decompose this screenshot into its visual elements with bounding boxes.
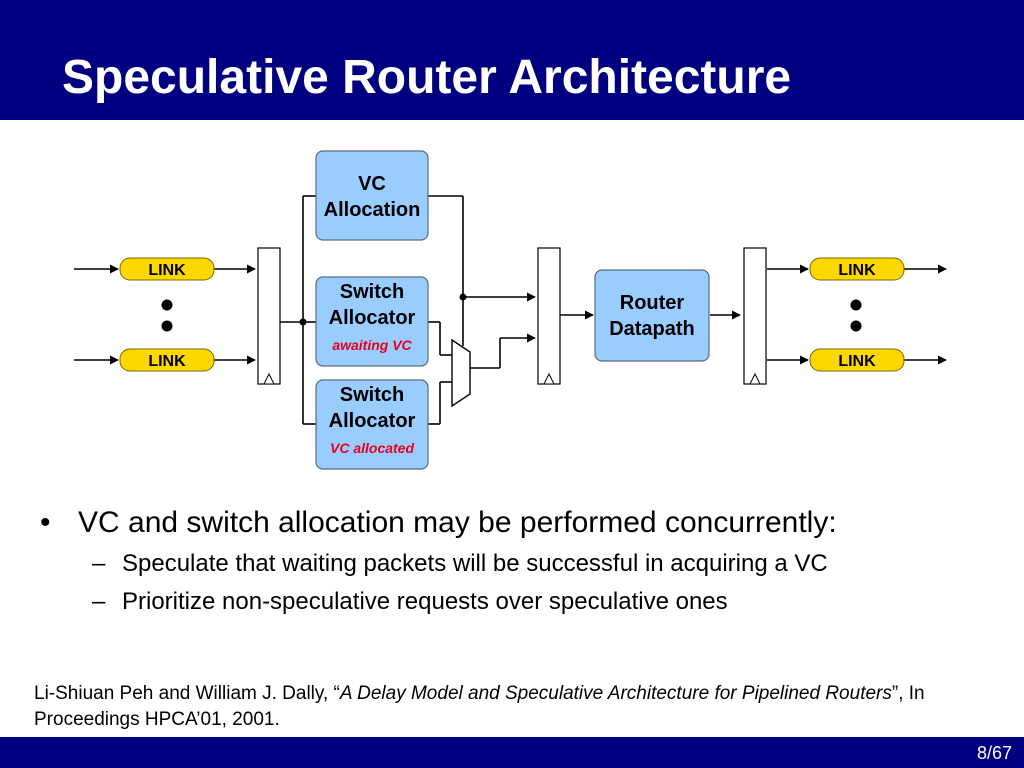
router-datapath-label-2: Datapath <box>609 318 695 340</box>
bullet-marker: • <box>40 506 51 539</box>
sub-bullet-1-text: Speculate that waiting packets will be s… <box>122 550 828 577</box>
switch-allocator-allocated-box: Switch Allocator VC allocated <box>315 379 429 470</box>
switch-allocator-waiting-box: Switch Allocator awaiting VC <box>315 276 429 367</box>
vc-allocation-label-1: VC <box>358 173 386 195</box>
bullet-main-text: VC and switch allocation may be performe… <box>78 506 837 539</box>
footer-bar: 8/67 <box>0 737 1024 768</box>
multiplexer <box>451 338 471 408</box>
citation-venue: ”, In Proceedings HPCA’01, 2001. <box>34 683 925 730</box>
link-label: LINK <box>148 353 186 370</box>
citation: Li-Shiuan Peh and William J. Dally, “A D… <box>34 681 994 733</box>
vc-allocation-box: VC Allocation <box>315 150 429 241</box>
router-diagram: VC Allocation Switch Allocator awaiting … <box>74 150 947 470</box>
router-datapath-box: Router Datapath <box>594 269 710 362</box>
wiring <box>74 195 947 425</box>
switch-allocator-label-2: Allocator <box>329 410 416 432</box>
slide-title: Speculative Router Architecture <box>62 51 792 104</box>
junction-dot <box>459 293 467 301</box>
ellipsis-dot <box>850 320 862 332</box>
output-buffer <box>743 247 767 385</box>
router-datapath-label-1: Router <box>620 292 685 314</box>
sub-bullet-1: – Speculate that waiting packets will be… <box>34 549 994 579</box>
switch-allocator-label-1: Switch <box>340 281 404 303</box>
middle-buffer <box>537 247 561 385</box>
sub-bullet-2-text: Prioritize non-speculative requests over… <box>122 588 728 615</box>
input-link-bottom: LINK <box>119 348 215 372</box>
dash-marker: – <box>92 588 106 615</box>
input-link-top: LINK <box>119 257 215 281</box>
sub-bullet-2: – Prioritize non-speculative requests ov… <box>34 587 994 617</box>
switch-allocator-label-1: Switch <box>340 384 404 406</box>
page-number: 8/67 <box>976 743 1012 763</box>
citation-authors: Li-Shiuan Peh and William J. Dally, “ <box>34 683 340 704</box>
title-rule <box>0 118 1024 120</box>
ellipsis-dot <box>161 320 173 332</box>
vc-allocated-note: VC allocated <box>330 440 414 456</box>
dash-marker: – <box>92 550 106 577</box>
link-label: LINK <box>148 262 186 279</box>
output-link-top: LINK <box>809 257 905 281</box>
input-buffer <box>257 247 281 385</box>
vc-allocation-label-2: Allocation <box>324 199 421 221</box>
citation-paper-title: A Delay Model and Speculative Architectu… <box>339 683 892 704</box>
bullet-main: • VC and switch allocation may be perfor… <box>34 505 994 541</box>
ellipsis-dot <box>850 299 862 311</box>
link-label: LINK <box>838 353 876 370</box>
junction-dot <box>299 318 307 326</box>
link-label: LINK <box>838 262 876 279</box>
switch-allocator-label-2: Allocator <box>329 307 416 329</box>
bullet-list: • VC and switch allocation may be perfor… <box>34 505 994 617</box>
ellipsis-dot <box>161 299 173 311</box>
awaiting-vc-note: awaiting VC <box>332 337 412 353</box>
title-bar: Speculative Router Architecture <box>0 0 1024 118</box>
output-link-bottom: LINK <box>809 348 905 372</box>
